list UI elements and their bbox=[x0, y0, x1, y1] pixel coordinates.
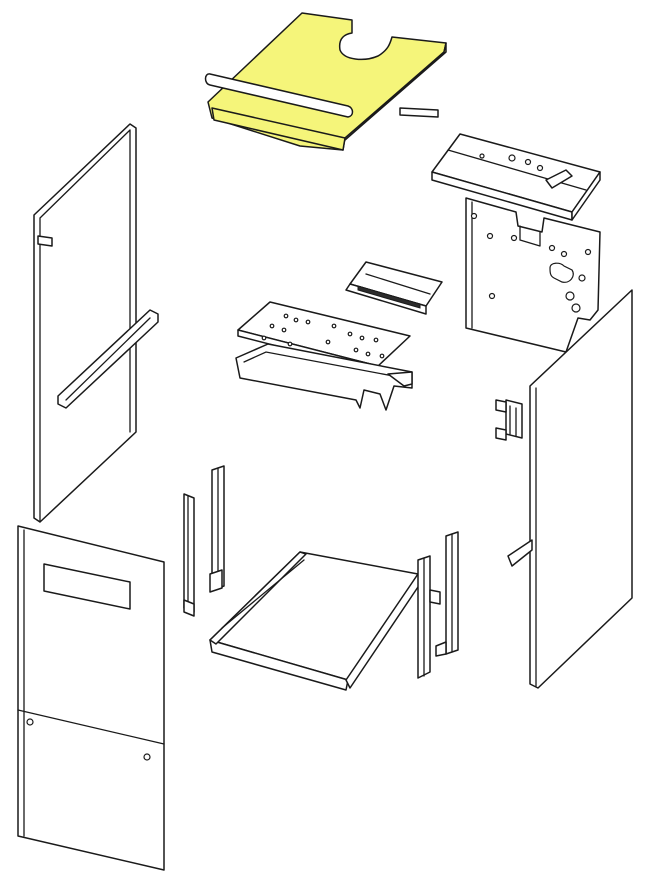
rear-panel-hole-5 bbox=[560, 250, 568, 258]
top-bracket-hole-3 bbox=[524, 158, 532, 166]
left-side-panel-rail-crease bbox=[65, 317, 151, 401]
right-side-panel-tab bbox=[507, 539, 533, 567]
plate-hole bbox=[261, 335, 267, 341]
rear-panel-hole-6 bbox=[584, 248, 592, 256]
support-channel bbox=[235, 343, 413, 411]
small-bracket-slot bbox=[357, 285, 421, 309]
plate-hole bbox=[283, 313, 289, 319]
base-tray bbox=[209, 551, 421, 691]
right-rail-2-foot bbox=[435, 641, 447, 657]
plate-hole bbox=[373, 337, 379, 343]
right-side-panel bbox=[507, 289, 633, 689]
top-panel-side-lip bbox=[344, 42, 447, 141]
top-bracket-fold bbox=[447, 149, 587, 191]
left-rail-2-foot bbox=[209, 569, 223, 593]
terminal-clip-body bbox=[505, 399, 523, 439]
rear-panel-hole-1 bbox=[470, 212, 478, 220]
rear-panel-cutout bbox=[549, 262, 574, 283]
plate-hole bbox=[269, 323, 275, 329]
terminal-clip bbox=[495, 399, 523, 441]
left-rail-1-foot bbox=[183, 599, 195, 617]
top-bracket-side-lip bbox=[571, 171, 601, 221]
support-channel-tab bbox=[387, 371, 413, 387]
plate-hole bbox=[347, 331, 353, 337]
base-tray-left-fold bbox=[221, 559, 305, 629]
rear-panel-hole-8 bbox=[565, 291, 575, 301]
support-channel-body bbox=[235, 343, 413, 411]
terminal-clip-tab-top bbox=[495, 399, 507, 413]
plate-hole bbox=[287, 341, 293, 347]
top-bracket-hole-1 bbox=[479, 153, 485, 159]
top-panel-rod bbox=[204, 73, 354, 118]
rear-panel-hole-7 bbox=[488, 292, 496, 300]
small-bracket bbox=[345, 261, 443, 315]
plate-hole bbox=[359, 335, 365, 341]
right-side-panel-sheet bbox=[529, 289, 633, 689]
plate-hole bbox=[331, 323, 337, 329]
plate-hole bbox=[325, 339, 331, 345]
top-bracket-hole-2 bbox=[508, 154, 516, 162]
plate-hole bbox=[353, 347, 359, 353]
left-side-panel bbox=[33, 123, 159, 523]
left-rails bbox=[183, 465, 225, 617]
left-side-panel-frame bbox=[33, 123, 137, 523]
left-side-panel-tab bbox=[37, 235, 53, 247]
plate-hole bbox=[305, 319, 311, 325]
left-side-panel-inner-edge bbox=[39, 129, 131, 523]
right-rail-1-foot bbox=[429, 589, 441, 605]
front-panel-sheet bbox=[17, 525, 165, 871]
front-panel bbox=[17, 525, 165, 871]
rear-panel-hole-9 bbox=[571, 303, 581, 313]
rear-panel-hole-10 bbox=[578, 274, 586, 282]
terminal-clip-tab-bottom bbox=[495, 427, 507, 441]
top-bracket bbox=[431, 133, 601, 221]
top-panel bbox=[204, 12, 447, 151]
terminal-clip-detail bbox=[509, 405, 517, 437]
top-panel-front-lip bbox=[211, 107, 346, 151]
plate-hole bbox=[379, 353, 385, 359]
rear-panel-hole-2 bbox=[486, 232, 494, 240]
top-bracket-hole-4 bbox=[536, 164, 544, 172]
front-panel-screw-right bbox=[143, 753, 151, 761]
rear-panel-hole-4 bbox=[548, 244, 556, 252]
small-bracket-fold bbox=[365, 273, 431, 295]
rear-panel-hole-3 bbox=[510, 234, 518, 242]
front-panel-screw-left bbox=[26, 718, 34, 726]
top-bracket-latch bbox=[545, 169, 573, 189]
left-rail-1 bbox=[183, 493, 195, 613]
front-panel-window bbox=[43, 563, 131, 610]
rear-panel-sheet bbox=[465, 197, 601, 353]
front-panel-divider bbox=[17, 709, 165, 745]
plate-hole bbox=[293, 317, 299, 323]
right-rails bbox=[417, 531, 459, 679]
plate-hole bbox=[365, 351, 371, 357]
support-channel-fold bbox=[243, 351, 405, 379]
top-panel-rod-end bbox=[399, 107, 439, 118]
rear-panel bbox=[465, 197, 601, 353]
plate-hole bbox=[281, 327, 287, 333]
rear-panel-notch bbox=[471, 201, 541, 329]
base-tray-front-lip bbox=[209, 639, 349, 691]
